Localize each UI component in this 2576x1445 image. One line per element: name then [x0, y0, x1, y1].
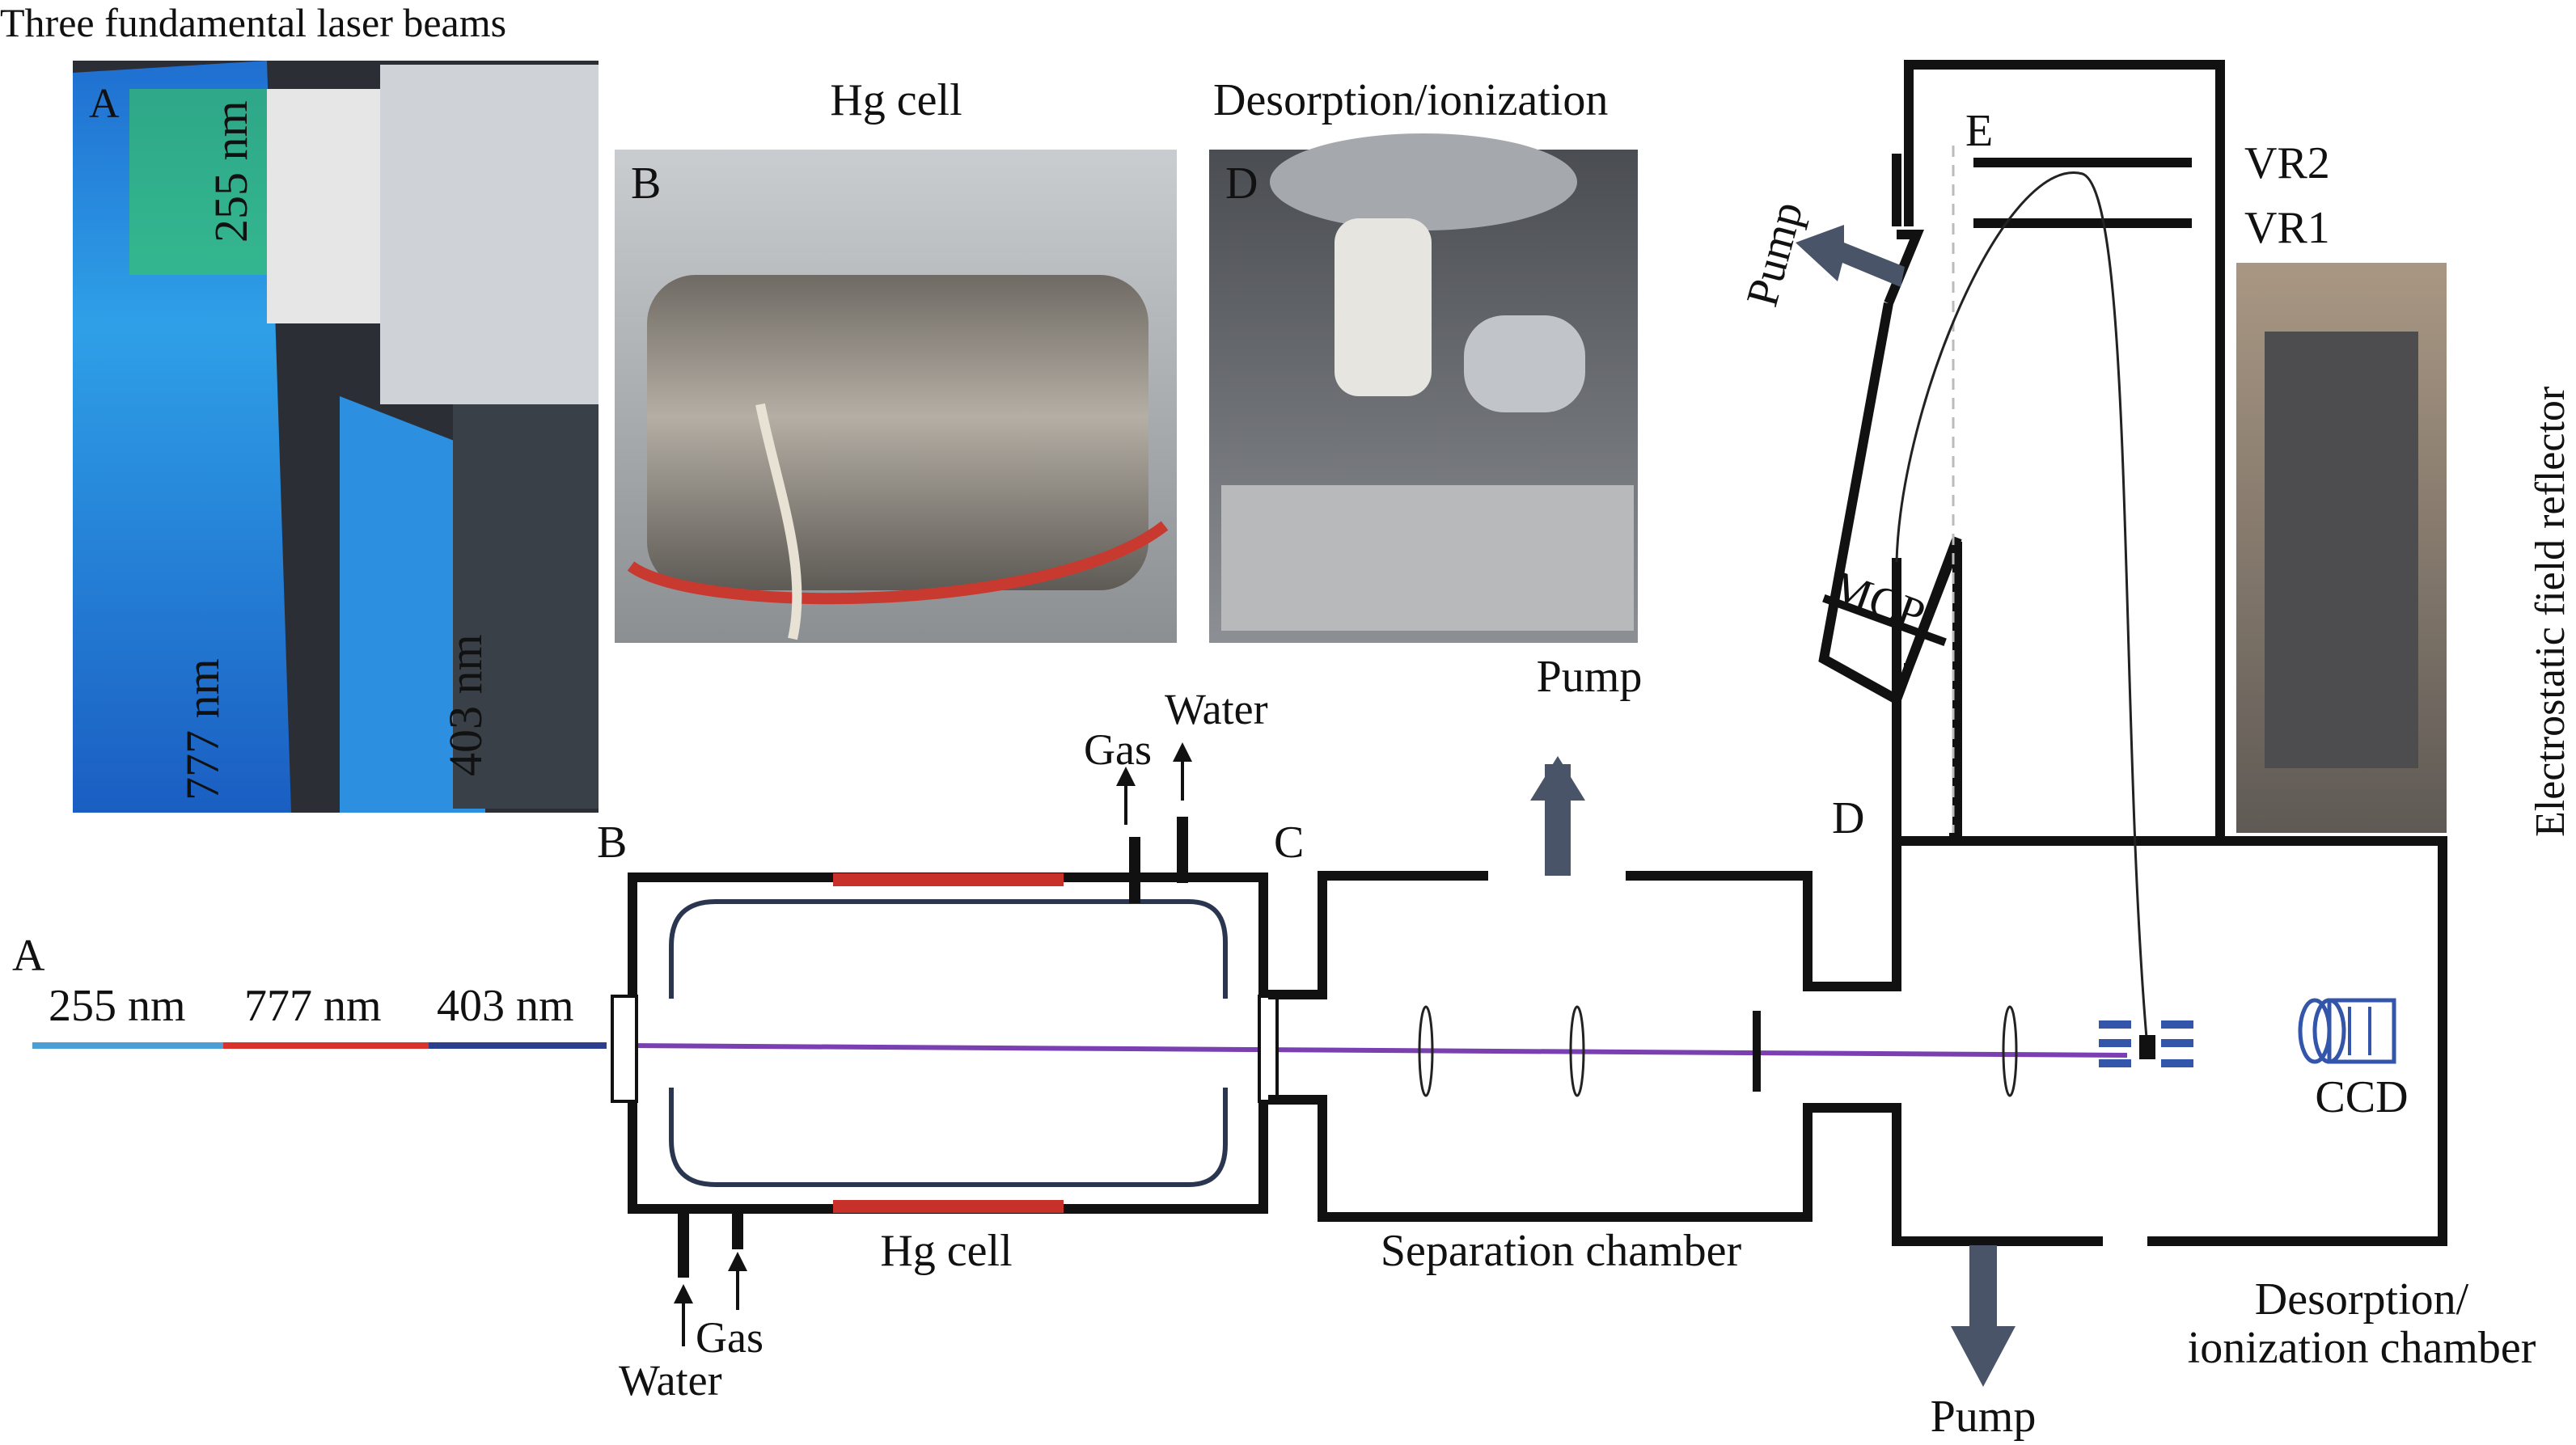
sample-electrode-1: [2099, 1020, 2131, 1029]
desorption-chamber: D E VR2 VR1 MCP Pump: [1737, 60, 2536, 1442]
laser-beam: A 255 nm 777 nm 403 nm: [12, 931, 2128, 1058]
ion-trajectory: [1895, 171, 2149, 1048]
sample-electrode-2: [2099, 1039, 2131, 1047]
aperture: [1753, 1011, 1761, 1092]
laser-photo: Three fundamental laser beams A 255 nm 7…: [0, 0, 599, 813]
side-pump-label: Pump: [1737, 196, 1813, 311]
mcp-plate: [1822, 594, 1947, 647]
laser-beam-label-255: 255 nm: [205, 100, 257, 243]
hg-cell-white-cable: [755, 403, 802, 640]
hg-cell-heater-top: [833, 873, 1064, 886]
hg-cell-gas-port-bottom: [732, 1209, 743, 1249]
hg-cell-point-label: B: [597, 818, 627, 868]
desorption-stage: [1221, 485, 1634, 631]
hg-cell-water-label-top: Water: [1165, 685, 1268, 733]
hg-cell-water-port-bottom: [678, 1209, 689, 1278]
vr2-label: VR2: [2244, 138, 2330, 188]
desorption-point-label: D: [1832, 793, 1864, 843]
sample-electrode-3: [2099, 1059, 2131, 1067]
hg-cell-gas-label-bottom: Gas: [696, 1313, 763, 1362]
vr1-plate: [1973, 218, 2192, 228]
desorption-photo-caption: Desorption/ionization: [1213, 75, 1608, 125]
bottom-pump-arrow-shaft: [1969, 1245, 1997, 1334]
laser-photo-letter: A: [89, 81, 120, 127]
hg-cell-cylinder: [647, 275, 1148, 590]
ccd-icon: [2298, 998, 2396, 1064]
beam-label-403: 403 nm: [437, 981, 574, 1031]
separation-chamber: C Pump Separation chamber: [1268, 652, 2447, 1276]
hg-cell-water-label-bottom: Water: [619, 1356, 722, 1405]
hg-cell: B Hg cell Gas Water Gas Water: [597, 685, 1279, 1405]
hg-cell-red-hose: [627, 521, 1169, 605]
point-e-label: E: [1965, 106, 1993, 156]
hg-cell-outer-wall: [628, 872, 1268, 1214]
laser-photo-caption: Three fundamental laser beams: [0, 0, 506, 45]
separation-point-label: C: [1274, 818, 1304, 868]
laser-beam-label-403: 403 nm: [439, 634, 492, 776]
hg-cell-water-port-top: [1177, 817, 1188, 883]
desorption-flange: [1270, 133, 1577, 230]
vr2-plate: [1973, 158, 2192, 167]
laser-head-right: [340, 396, 485, 813]
desorption-photo: Desorption/ionization D: [1209, 75, 1638, 643]
laser-optics-table: [453, 404, 599, 809]
hg-cell-window-left: [611, 995, 638, 1103]
desorption-photo-letter: D: [1225, 158, 1258, 209]
tof-tower-wall: [1818, 60, 2225, 846]
hg-cell-gas-label-top: Gas: [1084, 725, 1152, 774]
desorption-chamber-title-2: ionization chamber: [2188, 1323, 2536, 1373]
mcp-label: MCP: [1825, 561, 1931, 641]
hg-cell-window-right: [1258, 995, 1279, 1103]
vr1-label: VR1: [2244, 203, 2330, 253]
reflector-caption: Electrostatic field reflector: [2527, 387, 2574, 837]
hg-cell-photo: Hg cell B: [615, 75, 1177, 643]
ccd-label: CCD: [2315, 1072, 2408, 1122]
beam-point-label: A: [12, 931, 45, 981]
tof-marker: [1949, 833, 1961, 844]
lens-3: [2002, 1005, 2018, 1097]
bottom-pump-label: Pump: [1931, 1392, 2037, 1442]
lens-1: [1418, 1005, 1434, 1097]
laser-box-white: [267, 89, 380, 323]
laser-wall: [380, 65, 599, 404]
sample-electrode-4: [2161, 1020, 2193, 1029]
beam-label-255: 255 nm: [49, 981, 186, 1031]
hg-cell-photo-caption: Hg cell: [830, 75, 962, 125]
desorption-chamber-title-1: Desorption/: [2255, 1274, 2469, 1325]
desorption-cylinder: [1464, 315, 1585, 412]
separation-pump-arrow-head: [1530, 756, 1585, 801]
hg-cell-inner-wall: [669, 899, 1228, 1187]
separation-pump-label: Pump: [1537, 652, 1643, 702]
lens-2: [1569, 1005, 1585, 1097]
side-pump-arrow: [1796, 225, 1905, 287]
laser-beam-label-777: 777 nm: [176, 658, 229, 801]
desorption-ceramic: [1335, 218, 1432, 396]
beam-label-777: 777 nm: [244, 981, 382, 1031]
separation-title: Separation chamber: [1381, 1226, 1742, 1276]
sample-electrode-5: [2161, 1039, 2193, 1047]
sample-target: [2139, 1035, 2155, 1059]
beam-main-line: [626, 1043, 2128, 1058]
hg-cell-heater-bottom: [833, 1200, 1064, 1213]
bottom-pump-arrow-head: [1951, 1326, 2016, 1387]
separation-chamber-wall: [1268, 836, 2447, 1246]
hg-cell-gas-port-top: [1129, 837, 1140, 903]
hg-cell-title: Hg cell: [880, 1226, 1012, 1276]
sample-electrode-6: [2161, 1059, 2193, 1067]
hg-cell-photo-letter: B: [631, 158, 661, 209]
reflector-stack: [2265, 332, 2418, 768]
reflector-photo: Electrostatic field reflector: [2236, 263, 2574, 837]
